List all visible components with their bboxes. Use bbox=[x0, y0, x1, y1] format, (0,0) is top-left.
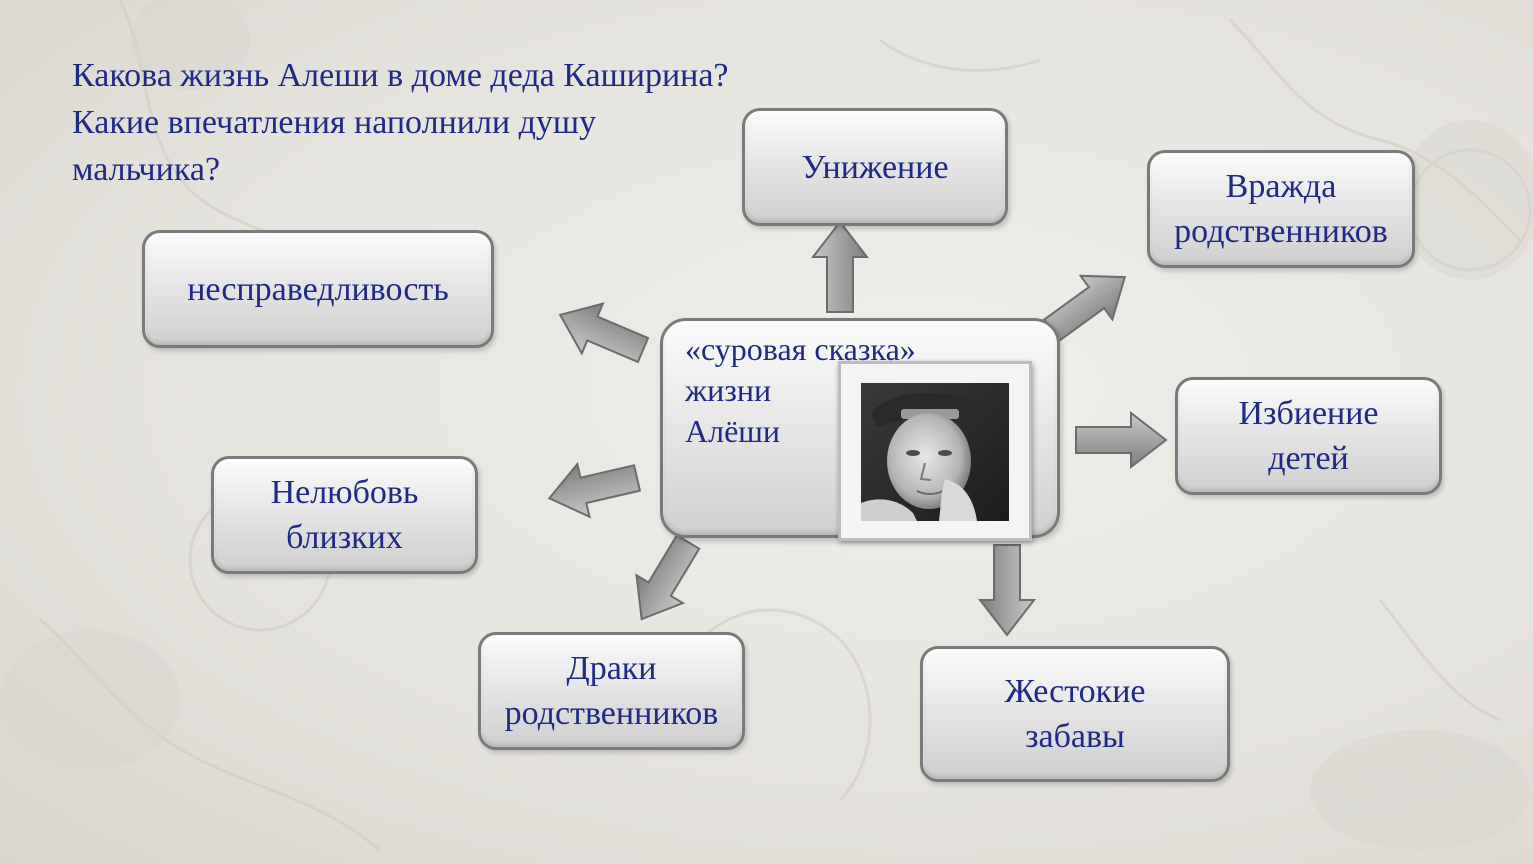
center-node: «суровая сказка» жизни Алёши bbox=[660, 318, 1060, 541]
node-dislike: Нелюбовь близких bbox=[211, 456, 478, 574]
node-humiliation-label: Унижение bbox=[801, 148, 949, 186]
node-enmity-line-1: Вражда bbox=[1225, 168, 1337, 205]
node-beating: Избиение детей bbox=[1175, 377, 1442, 495]
node-dislike-line-1: Нелюбовь bbox=[270, 474, 419, 511]
boy-portrait-photo bbox=[861, 383, 1009, 521]
photo-frame bbox=[838, 361, 1032, 541]
node-injustice-label: несправедливость bbox=[187, 270, 449, 308]
center-text: «суровая сказка» жизни Алёши bbox=[685, 329, 916, 452]
node-cruel: Жестокие забавы bbox=[920, 646, 1230, 782]
center-line-2: жизни bbox=[685, 372, 772, 408]
node-fights: Драки родственников bbox=[478, 632, 745, 750]
node-injustice: несправедливость bbox=[142, 230, 494, 348]
node-beating-line-2: детей bbox=[1268, 440, 1349, 477]
node-humiliation: Унижение bbox=[742, 108, 1008, 226]
center-line-3: Алёши bbox=[685, 413, 781, 449]
arrow-to-beating bbox=[1075, 412, 1167, 468]
arrow-to-cruel bbox=[979, 544, 1035, 636]
arrow-to-fights bbox=[617, 527, 713, 635]
question-line-3: мальчика? bbox=[72, 151, 221, 188]
node-enmity: Вражда родственников bbox=[1147, 150, 1415, 268]
arrow-up-humiliation bbox=[812, 221, 868, 313]
arrow-to-dislike bbox=[542, 450, 645, 526]
question-line-2: Какие впечатления наполнили душу bbox=[72, 104, 597, 141]
node-fights-line-2: родственников bbox=[504, 695, 719, 732]
arrow-to-injustice bbox=[548, 288, 655, 376]
question-text: Какова жизнь Алеши в доме деда Каширина?… bbox=[72, 52, 832, 193]
node-cruel-line-2: забавы bbox=[1025, 718, 1125, 755]
question-line-1: Какова жизнь Алеши в доме деда Каширина? bbox=[72, 57, 729, 94]
node-enmity-line-2: родственников bbox=[1174, 213, 1388, 250]
node-cruel-line-1: Жестокие bbox=[1004, 673, 1146, 710]
node-fights-line-1: Драки bbox=[566, 650, 657, 687]
node-beating-line-1: Избиение bbox=[1238, 395, 1379, 432]
node-dislike-line-2: близких bbox=[286, 519, 403, 556]
